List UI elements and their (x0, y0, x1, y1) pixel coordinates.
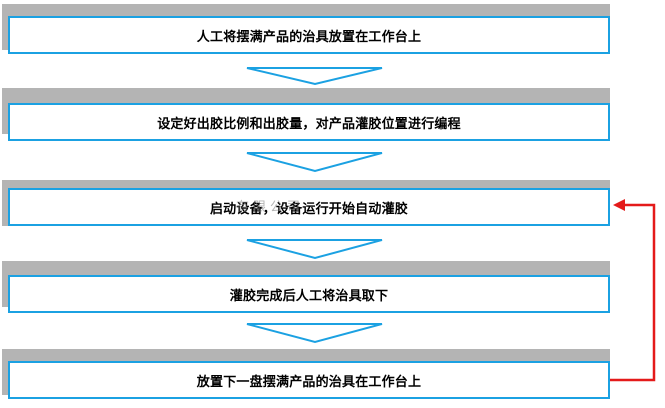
step-1-label: 人工将摆满产品的治具放置在工作台上 (196, 29, 422, 45)
step-3-label: 启动设备，设备运行开始自动灌胶 (209, 201, 408, 217)
step-2-label: 设定好出胶比例和出胶量，对产品灌胶位置进行编程 (157, 116, 461, 132)
watermark: 有限公司 (236, 200, 305, 215)
step-5-label: 放置下一盘摆满产品的治具在工作台上 (196, 374, 422, 390)
step-4-box: 灌胶完成后人工将治具取下 (8, 275, 610, 313)
down-arrow-4 (246, 323, 383, 344)
step-3-box: 启动设备，设备运行开始自动灌胶 (8, 188, 610, 226)
down-arrow-3 (246, 239, 383, 260)
down-arrow-2 (246, 152, 383, 173)
loop-back-arrow (610, 199, 656, 382)
step-5-box: 放置下一盘摆满产品的治具在工作台上 (8, 361, 610, 399)
step-2-box: 设定好出胶比例和出胶量，对产品灌胶位置进行编程 (8, 103, 610, 141)
step-1-box: 人工将摆满产品的治具放置在工作台上 (8, 16, 610, 54)
step-4-label: 灌胶完成后人工将治具取下 (229, 288, 389, 304)
down-arrow-1 (246, 67, 383, 86)
